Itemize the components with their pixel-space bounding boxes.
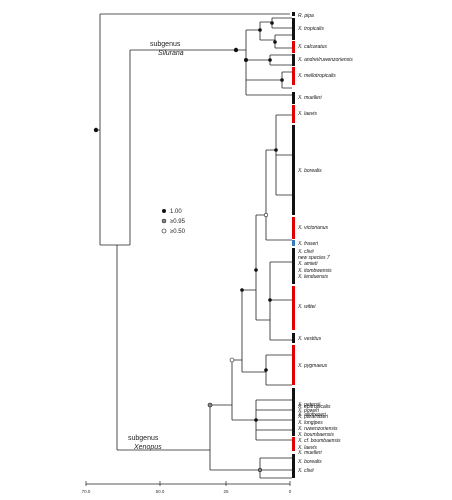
- node-filled-circle: [268, 298, 272, 302]
- taxon-label: X. clivii: [297, 468, 314, 474]
- time-axis: 70.0 50.0 25 0: [82, 481, 292, 494]
- taxon-label: X. mellotropicalis: [297, 73, 336, 79]
- node-filled-circle: [268, 58, 272, 62]
- taxon-labels: R. pipa X. tropicalis X. calcaratus X. andr…: [297, 13, 353, 474]
- taxon-label: X. boumbaensis: [297, 432, 334, 438]
- taxon-label: X. ruwenzoriensis: [297, 426, 338, 432]
- taxon-label: X. itombwensis: [297, 268, 332, 274]
- subgenus-xenopus-taxon: Xenopus: [133, 444, 162, 451]
- legend-label: ≥0.50: [170, 229, 186, 235]
- node-open-circle: [229, 357, 235, 363]
- node-open-circle: [263, 212, 269, 218]
- taxon-label: X. laevis: [297, 111, 317, 117]
- subgenus-silurana-taxon: Silurana: [158, 50, 184, 57]
- taxon-label: X. andrei/ruwenzoriensis: [297, 57, 353, 63]
- taxon-label: X. muelleri: [297, 95, 323, 101]
- taxon-label: X. victorianus: [297, 225, 329, 231]
- taxon-label: R. pipa: [298, 13, 314, 19]
- legend-gray-circle-icon: [161, 218, 167, 224]
- taxon-label: X. parafraseri: [297, 414, 329, 420]
- taxon-label: X. fraseri: [297, 241, 319, 247]
- node-filled-circle: [280, 78, 284, 82]
- node-filled-circle: [93, 127, 99, 133]
- axis-tick-label: 25: [223, 489, 229, 494]
- taxon-label: X. petersii: [297, 402, 321, 408]
- tree-branches: [95, 13, 292, 479]
- axis-tick-label: 70.0: [82, 489, 91, 494]
- node-filled-circle: [264, 368, 268, 372]
- taxon-label: X. epitropicalis: [297, 404, 331, 410]
- taxon-label: X. lenduensis: [297, 274, 329, 280]
- taxon-label: X. amieti: [297, 261, 318, 267]
- taxon-label: X. borealis: [297, 168, 322, 174]
- node-filled-circle: [274, 148, 278, 152]
- legend-label: ≥0.95: [170, 219, 186, 225]
- legend-filled-circle-icon: [162, 209, 166, 213]
- node-filled-circle: [258, 28, 262, 32]
- taxon-label: new species 7: [298, 255, 330, 261]
- node-filled-circle: [244, 58, 248, 62]
- legend: 1.00 ≥0.95 ≥0.50: [161, 209, 186, 235]
- node-filled-circle: [273, 40, 277, 44]
- support-nodes: [93, 21, 284, 473]
- taxon-label: X. wittei: [297, 304, 316, 310]
- taxon-label: X. borealis: [297, 459, 322, 465]
- node-filled-circle: [240, 288, 244, 292]
- taxon-label: X. calcaratus: [297, 44, 327, 50]
- axis-tick-label: 0: [289, 489, 292, 494]
- subgenus-silurana-label: subgenus: [150, 41, 181, 48]
- node-gray-circle: [257, 467, 263, 473]
- legend-label: 1.00: [170, 209, 182, 215]
- node-filled-circle: [254, 268, 258, 272]
- node-gray-circle: [207, 402, 213, 408]
- taxon-label: X. laevis: [297, 445, 317, 451]
- node-filled-circle: [270, 21, 274, 25]
- taxon-label: X. pygmaeus: [297, 363, 328, 369]
- taxon-bars: [292, 12, 295, 478]
- node-filled-circle: [254, 418, 258, 422]
- taxon-label: X. allofraseri: [297, 412, 327, 418]
- node-filled-circle: [233, 47, 239, 53]
- taxon-label: X. tropicalis: [297, 26, 324, 32]
- taxon-label: X. clivii: [297, 249, 314, 255]
- taxon-label: X. muelleri: [297, 450, 323, 456]
- taxon-label: X. longipes: [297, 420, 323, 426]
- taxon-label: X. poweri: [297, 408, 320, 414]
- axis-tick-label: 50.0: [156, 489, 165, 494]
- taxon-label: X. cf. boumbaensis: [297, 438, 341, 444]
- taxon-label: X. vestitus: [297, 336, 322, 342]
- legend-open-circle-icon: [161, 228, 167, 234]
- subgenus-xenopus-label: subgenus: [128, 435, 159, 442]
